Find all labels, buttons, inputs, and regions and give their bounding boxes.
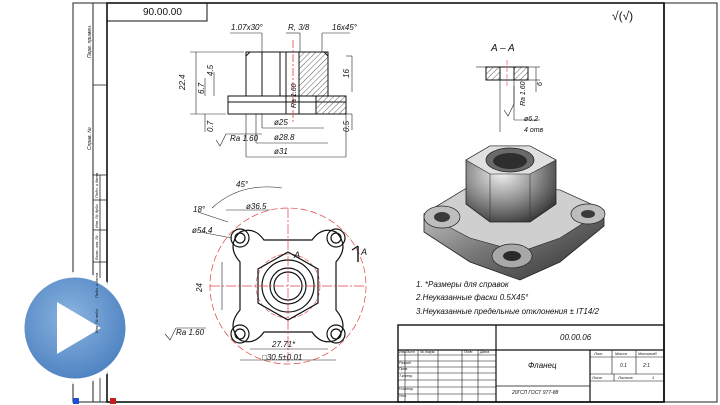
dim-h-0-5: 0.5 <box>342 120 351 132</box>
binding-label-2: Справ. № <box>87 127 93 150</box>
dim-w-27-71: 27.71* <box>272 340 296 349</box>
dim-d-54-4: ø54.4 <box>192 226 213 235</box>
tb-scale-value: 2:1 <box>643 363 650 369</box>
plan-section-mark-right: A <box>361 247 368 257</box>
tb-sheets-value: 1 <box>652 375 655 380</box>
tb-col-doc: № докум. <box>420 350 436 354</box>
section-a-a <box>476 60 540 132</box>
tb-col-sign: Подп. <box>464 350 474 354</box>
tb-row-checked: Пров. <box>399 367 409 371</box>
tb-mass-label: Масса <box>615 351 627 356</box>
dim-chamfer-top: 1.07x30° <box>231 23 263 32</box>
dim-radius: R, 3/8 <box>288 23 310 32</box>
tb-sheet-label: Лист <box>592 375 603 380</box>
ra-front: Ra 1.60 <box>230 134 259 143</box>
plan-section-mark: A <box>294 250 301 260</box>
tb-col-date: Дата <box>480 350 490 354</box>
plan-view <box>164 186 367 365</box>
note-3: 3.Неуказанные предельные отклонения ± IT… <box>416 307 599 316</box>
section-dim-holes: 4 отв <box>524 127 544 134</box>
dim-h-0-7: 0.7 <box>206 120 215 132</box>
binding-label-7: Инв. № подл. <box>94 308 99 333</box>
front-view <box>190 32 353 158</box>
dim-v-24: 24 <box>195 283 204 292</box>
play-button[interactable] <box>19 272 131 384</box>
tb-row-approved: Утв. <box>399 394 407 398</box>
tb-col-izm: Изм <box>399 350 406 354</box>
tb-sheets-label: Листов <box>618 375 633 380</box>
binding-label-4: Инв. № дубл. <box>94 203 99 228</box>
dim-h-6-7: 6.7 <box>197 82 206 94</box>
title-block-grid <box>397 324 665 403</box>
binding-label-6: Подп. и дата <box>94 272 99 298</box>
roughness-symbol: √(√) <box>612 9 634 23</box>
binding-label-1: Перв. примен. <box>87 24 93 58</box>
ra-plan: Ra 1.60 <box>176 328 205 337</box>
section-title: A – A <box>491 43 515 54</box>
tb-lit-label: Лит. <box>594 351 604 356</box>
title-material: 20ГСЛ ГОСТ 977-88 <box>512 390 559 396</box>
tb-scale-label: Масштаб <box>638 351 657 356</box>
dim-h-22-4: 22.4 <box>178 74 187 90</box>
isometric-view <box>423 145 606 281</box>
tb-row-tcontrol: Т.контр. <box>399 374 414 378</box>
dim-d-31: ø31 <box>274 147 288 156</box>
sheet-outer <box>72 2 718 403</box>
dim-d-36-5: ø36.5 <box>246 202 267 211</box>
tb-col-list: Лист <box>406 350 416 354</box>
title-designation: 00.00.06 <box>560 333 592 342</box>
section-dim-d62: ø6.2 <box>524 116 539 123</box>
dim-w-30-5: □30.5±0.01 <box>262 353 303 362</box>
top-stamp-box <box>106 2 208 22</box>
dim-angle-18: 18° <box>193 205 206 214</box>
toolbar-icon[interactable] <box>73 398 79 404</box>
play-icon <box>57 302 101 354</box>
top-stamp-text: 90.00.00 <box>143 7 182 18</box>
binding-label-3: Подп. и дата <box>94 172 99 198</box>
dim-angle-45: 45° <box>236 180 249 189</box>
tb-row-ncontrol: Н.контр. <box>399 387 414 391</box>
dim-d-25: ø25 <box>274 118 288 127</box>
note-2: 2.Неуказанные фаски 0.5X45° <box>416 293 529 302</box>
dim-chamfer-top2: 16x45° <box>332 23 357 32</box>
tb-row-developed: Разраб. <box>399 361 412 365</box>
dim-d-28-8: ø28.8 <box>274 133 295 142</box>
tb-mass-value: 0.1 <box>620 363 627 369</box>
binding-label-5: Взам. инв. № <box>94 235 99 260</box>
toolbar-icon-2[interactable] <box>110 398 116 404</box>
section-ra: Ra 1.60 <box>520 81 527 106</box>
dim-h-16: 16 <box>342 69 351 78</box>
ra-inner: Ra 1.60 <box>291 83 298 108</box>
dim-h-4-5: 4.5 <box>206 64 215 76</box>
title-part-name: Фланец <box>528 361 557 370</box>
section-dim-6: 6 <box>537 82 544 86</box>
note-1: 1. *Размеры для справок <box>416 280 509 289</box>
